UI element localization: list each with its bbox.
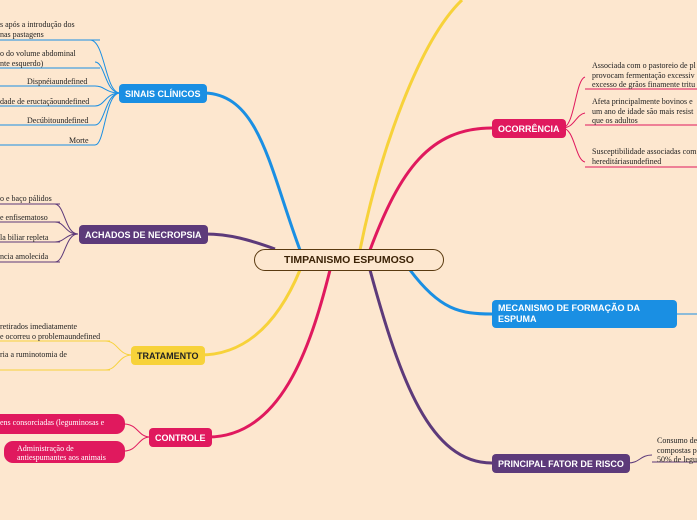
topic-controle[interactable]: CONTROLE bbox=[149, 428, 212, 447]
leaf-tratamento-1[interactable]: retirados imediatamente e ocorreu o prob… bbox=[0, 322, 101, 341]
leaf-ocorrencia-1[interactable]: Associada com o pastoreio de pl provocam… bbox=[592, 61, 696, 89]
leaf-necropsia-2[interactable]: e enfisematoso bbox=[0, 213, 48, 222]
leaf-necropsia-3[interactable]: la biliar repleta bbox=[0, 233, 49, 242]
topic-label: MECANISMO DE FORMAÇÃO DA ESPUMA bbox=[498, 303, 640, 324]
leaf-sinais-6[interactable]: Morte bbox=[69, 136, 89, 145]
topic-label: PRINCIPAL FATOR DE RISCO bbox=[498, 458, 624, 469]
leaf-controle-2[interactable]: Administração de antiespumantes aos anim… bbox=[4, 441, 125, 463]
leaf-controle-1[interactable]: ens consorciadas (leguminosas e bbox=[0, 414, 125, 434]
leaf-ocorrencia-2[interactable]: Afeta principalmente bovinos e um ano de… bbox=[592, 97, 694, 125]
branch-line-necropsia bbox=[204, 232, 276, 251]
leaf-sinais-4[interactable]: dade de eructaçãoundefined bbox=[0, 97, 90, 106]
topic-achados-necropsia[interactable]: ACHADOS DE NECROPSIA bbox=[79, 225, 208, 244]
branch-line-controle bbox=[207, 269, 332, 439]
topic-ocorrencia[interactable]: OCORRÊNCIA bbox=[492, 119, 566, 138]
topic-label: SINAIS CLÍNICOS bbox=[125, 88, 201, 99]
leaf-sinais-3[interactable]: Dispnéiaundefined bbox=[27, 77, 88, 86]
topic-label: OCORRÊNCIA bbox=[498, 123, 560, 134]
topic-mecanismo-formacao-espuma[interactable]: MECANISMO DE FORMAÇÃO DA ESPUMA bbox=[492, 300, 677, 328]
topic-label: ACHADOS DE NECROPSIA bbox=[85, 229, 202, 240]
leaf-tratamento-2[interactable]: ria a ruminotomia de bbox=[0, 350, 67, 359]
leaf-ocorrencia-3[interactable]: Susceptibilidade associadas com hereditá… bbox=[592, 147, 697, 166]
branch-line-sinais bbox=[204, 91, 302, 251]
branch-line-top-yellow bbox=[358, 0, 464, 251]
topic-tratamento[interactable]: TRATAMENTO bbox=[131, 346, 205, 365]
branch-line-ocorrencia bbox=[368, 126, 493, 251]
branch-line-risco bbox=[368, 269, 493, 465]
leaf-sinais-5[interactable]: Decúbitoundefined bbox=[27, 116, 89, 125]
topic-label: CONTROLE bbox=[155, 432, 206, 443]
topic-sinais-clinicos[interactable]: SINAIS CLÍNICOS bbox=[119, 84, 207, 103]
topic-principal-fator-risco[interactable]: PRINCIPAL FATOR DE RISCO bbox=[492, 454, 630, 473]
leaf-sinais-2[interactable]: o do volume abdominal nte esquerdo) bbox=[0, 49, 76, 68]
topic-label: TRATAMENTO bbox=[137, 350, 199, 361]
leaf-necropsia-4[interactable]: ncia amolecida bbox=[0, 252, 49, 261]
leaf-sinais-1[interactable]: s após a introdução dos nas pastagens bbox=[0, 20, 75, 39]
branch-line-tratamento bbox=[199, 269, 302, 357]
central-topic[interactable]: TIMPANISMO ESPUMOSO bbox=[254, 249, 444, 271]
leaf-necropsia-1[interactable]: o e baço pálidos bbox=[0, 194, 52, 203]
leaf-risco-1[interactable]: Consumo de compostas p 50% de legu bbox=[657, 436, 697, 464]
branch-line-mecanismo bbox=[408, 269, 493, 316]
